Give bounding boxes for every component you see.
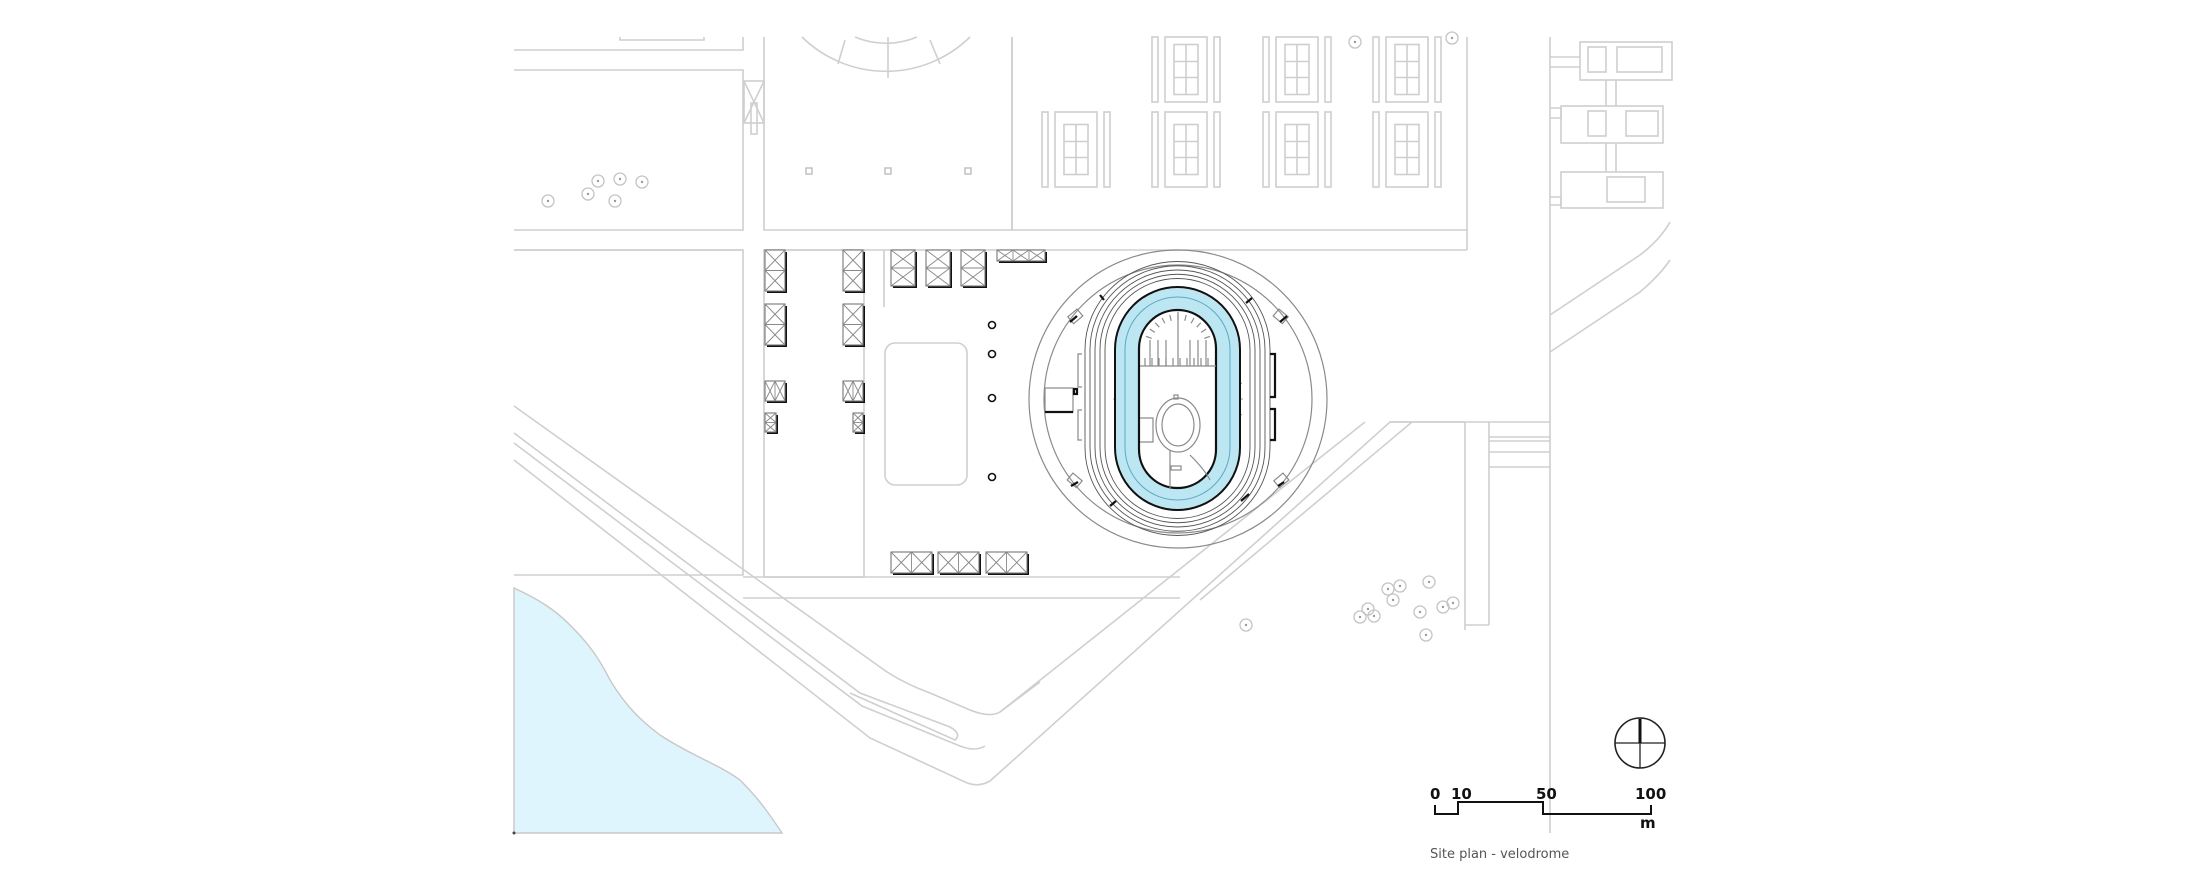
tennis-court (1262, 36, 1332, 103)
service-building (764, 303, 787, 347)
east-buildings (1550, 41, 1673, 209)
tree-icon (1393, 579, 1407, 593)
tennis-court (1151, 111, 1221, 188)
scale-unit: m (1640, 814, 1656, 832)
service-building (852, 412, 865, 434)
road-horizontal-north (514, 230, 1468, 251)
service-building (842, 380, 865, 403)
lamp-posts (987, 320, 997, 482)
service-building (996, 249, 1047, 263)
tennis-court (1372, 111, 1442, 188)
scale-label-100: 100 (1635, 785, 1666, 803)
water-body (513, 586, 784, 834)
service-building (764, 380, 787, 403)
tree-icon (1422, 575, 1436, 589)
corner-stairs (1066, 472, 1084, 489)
service-building (890, 249, 917, 288)
tree-icon (1445, 31, 1459, 45)
corner-stairs (1066, 308, 1084, 325)
tree-icon (635, 175, 649, 189)
tree-icon (1381, 582, 1395, 596)
service-building (925, 249, 952, 288)
parking-area (743, 249, 1180, 599)
tree-icon (608, 194, 622, 208)
scale-label-50: 50 (1536, 785, 1557, 803)
velodrome (1028, 249, 1328, 549)
tree-icon (1367, 609, 1381, 623)
north-arrow-icon (1614, 717, 1666, 769)
tree-icon (1386, 593, 1400, 607)
service-building (842, 303, 865, 347)
tree-icon (591, 174, 605, 188)
tree-icon (1353, 610, 1367, 624)
tree-cluster-top-left (541, 172, 649, 208)
top-left-block (514, 37, 744, 576)
scale-label-10: 10 (1451, 785, 1472, 803)
tree-icon (581, 187, 595, 201)
tree-icon (613, 172, 627, 186)
tree-icon (1446, 596, 1460, 610)
road-diagonal-southwest (513, 405, 1041, 786)
tennis-courts-block (1011, 31, 1468, 231)
tennis-court (1372, 36, 1442, 103)
scale-label-0: 0 (1430, 785, 1440, 803)
service-buildings (764, 249, 1047, 575)
lamp-post-icon (987, 472, 997, 482)
tennis-court (1041, 111, 1111, 188)
tree-icon (1239, 618, 1253, 632)
road-diagonal-southeast (989, 421, 1550, 782)
velodrome-inner-ring (1043, 264, 1313, 534)
service-building (764, 249, 787, 293)
service-building (937, 551, 981, 575)
tree-icon (1348, 35, 1362, 49)
tennis-court (1262, 111, 1332, 188)
corner-stairs (1272, 472, 1290, 489)
tree-cluster-southeast (1239, 575, 1460, 642)
service-building (960, 249, 987, 288)
gate-marker-icon (743, 80, 765, 135)
tree-icon (1419, 628, 1433, 642)
lamp-post-icon (987, 349, 997, 359)
tree-icon (541, 194, 555, 208)
service-building (985, 551, 1029, 575)
tree-icon (1413, 605, 1427, 619)
scale-bar: 0 10 50 100 m (1430, 785, 1666, 832)
plaza-block (763, 36, 1013, 231)
service-building (890, 551, 934, 575)
service-building (764, 412, 778, 434)
velodrome-outer-ring (1028, 249, 1328, 549)
lamp-post-icon (987, 320, 997, 330)
corner-stairs (1272, 308, 1290, 325)
tennis-court (1151, 36, 1221, 103)
drawing-title: Site plan - velodrome (1430, 847, 1569, 862)
lamp-post-icon (987, 393, 997, 403)
service-building (842, 249, 865, 293)
road-curved-northeast (1549, 221, 1671, 353)
